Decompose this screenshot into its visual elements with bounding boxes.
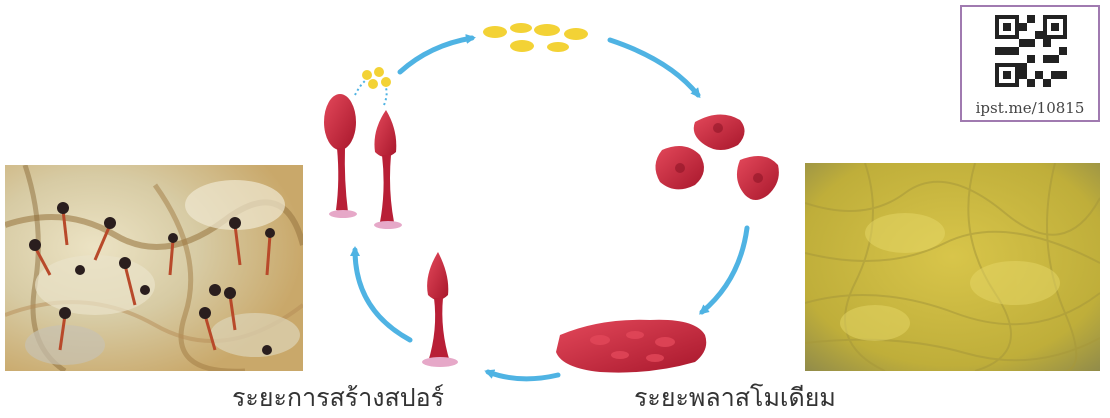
plasmodium-stage-label: ระยะพลาสโมเดียม <box>634 378 836 418</box>
sporangia-illustration <box>324 94 402 229</box>
sporangia-photo <box>5 165 303 371</box>
developing-sporangium <box>422 252 458 367</box>
arrow-spores-release <box>400 38 472 72</box>
sporangia-photo-art <box>5 165 303 371</box>
qr-code-icon <box>995 15 1067 87</box>
qr-url-text[interactable]: ipst.me/10815 <box>962 99 1098 117</box>
plasmodium-photo <box>805 163 1100 371</box>
arrow-to-germination <box>610 40 698 95</box>
arrow-to-sporulation <box>488 372 558 379</box>
plasmodium-illustration <box>556 320 706 373</box>
amoeboid-cells <box>655 114 778 200</box>
arrow-to-plasmodium <box>702 228 747 312</box>
arrow-to-sporangia <box>355 250 410 340</box>
qr-code-panel[interactable]: ipst.me/10815 <box>960 5 1100 122</box>
sporulation-stage-label: ระยะการสร้างสปอร์ <box>232 378 444 418</box>
released-spores <box>355 67 391 105</box>
spore-cluster <box>483 23 588 52</box>
plasmodium-photo-art <box>805 163 1100 371</box>
life-cycle-diagram <box>300 0 805 414</box>
